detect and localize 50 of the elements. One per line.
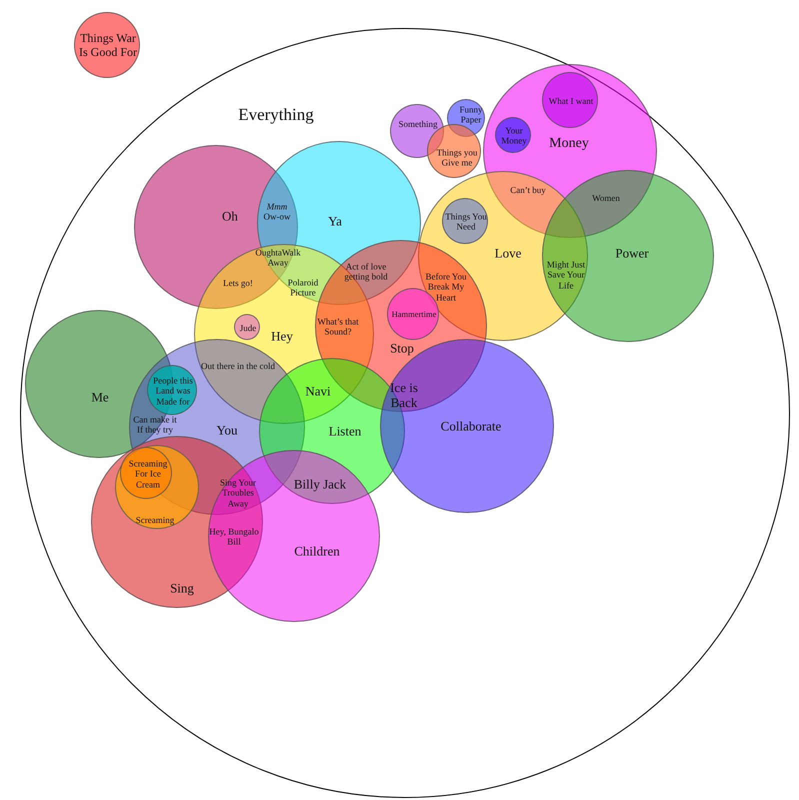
overlap-label: Out there in the cold [200,360,276,372]
overlap-label: Billy Jack [292,478,348,492]
overlap-label: Can’t buy [509,184,547,196]
overlap-label: Lets go! [222,278,254,288]
circle [120,447,172,499]
circle-label: Sing [169,582,195,596]
circle-label: What I want [548,96,594,106]
circle [442,198,488,244]
overlap-label: Navi [304,384,332,400]
circle-label: Your Money [500,126,528,146]
circle-label: Things War Is Good For [78,32,138,60]
overlap-label: Mmm Ow-ow [262,202,292,222]
overlap-label: Ice is Back [389,381,419,411]
overlap-label: OughtaWalk Away [254,248,302,268]
circle-label: Collaborate [440,420,502,434]
circle-label: Stop [389,342,415,356]
circle-label: Money [548,136,590,152]
circle [20,28,790,798]
circle-label: People this Land was Made for [152,375,194,407]
circle-label: Things you Give me [436,148,478,168]
circle-label: Power [614,246,650,262]
circle-label: Hey [270,330,294,344]
circle-label: Me [90,390,110,406]
overlap-label: Before You Break My Heart [424,271,468,303]
circle [447,99,485,137]
circle-label: Everything [237,105,315,125]
circle-label: Ya [327,214,343,230]
overlap-label: Can make it If they try [132,414,178,436]
overlap-label: Hey, Bungalo Bill [208,526,260,548]
overlap-label: Act of love getting bold [343,262,389,282]
circle-label: You [215,424,239,438]
circle-label: Screaming For Ice Cream [128,458,168,490]
overlap-label: Polaroid Picture [286,278,320,298]
circle-label: Something [397,118,438,130]
overlap-label: Sing Your Troubles Away [218,477,258,509]
overlap-label: Might Just Save Your Life [546,259,586,291]
circle [147,365,197,415]
circle-label: Screaming [134,514,176,526]
circle-label: Things You Need [444,212,488,232]
circle-label: Hammertime [390,310,438,320]
circle-label: Love [494,246,522,262]
circle-label: Children [293,544,341,560]
circle-label: Funny Paper [458,104,484,126]
circle-label: Oh [221,210,239,224]
circle-label: Jude [238,322,258,334]
circle [495,117,531,153]
circle [234,314,260,340]
overlap-label: Women [591,192,621,204]
circle-label: Listen [328,424,362,440]
overlap-label: What’s that Sound? [316,316,360,338]
